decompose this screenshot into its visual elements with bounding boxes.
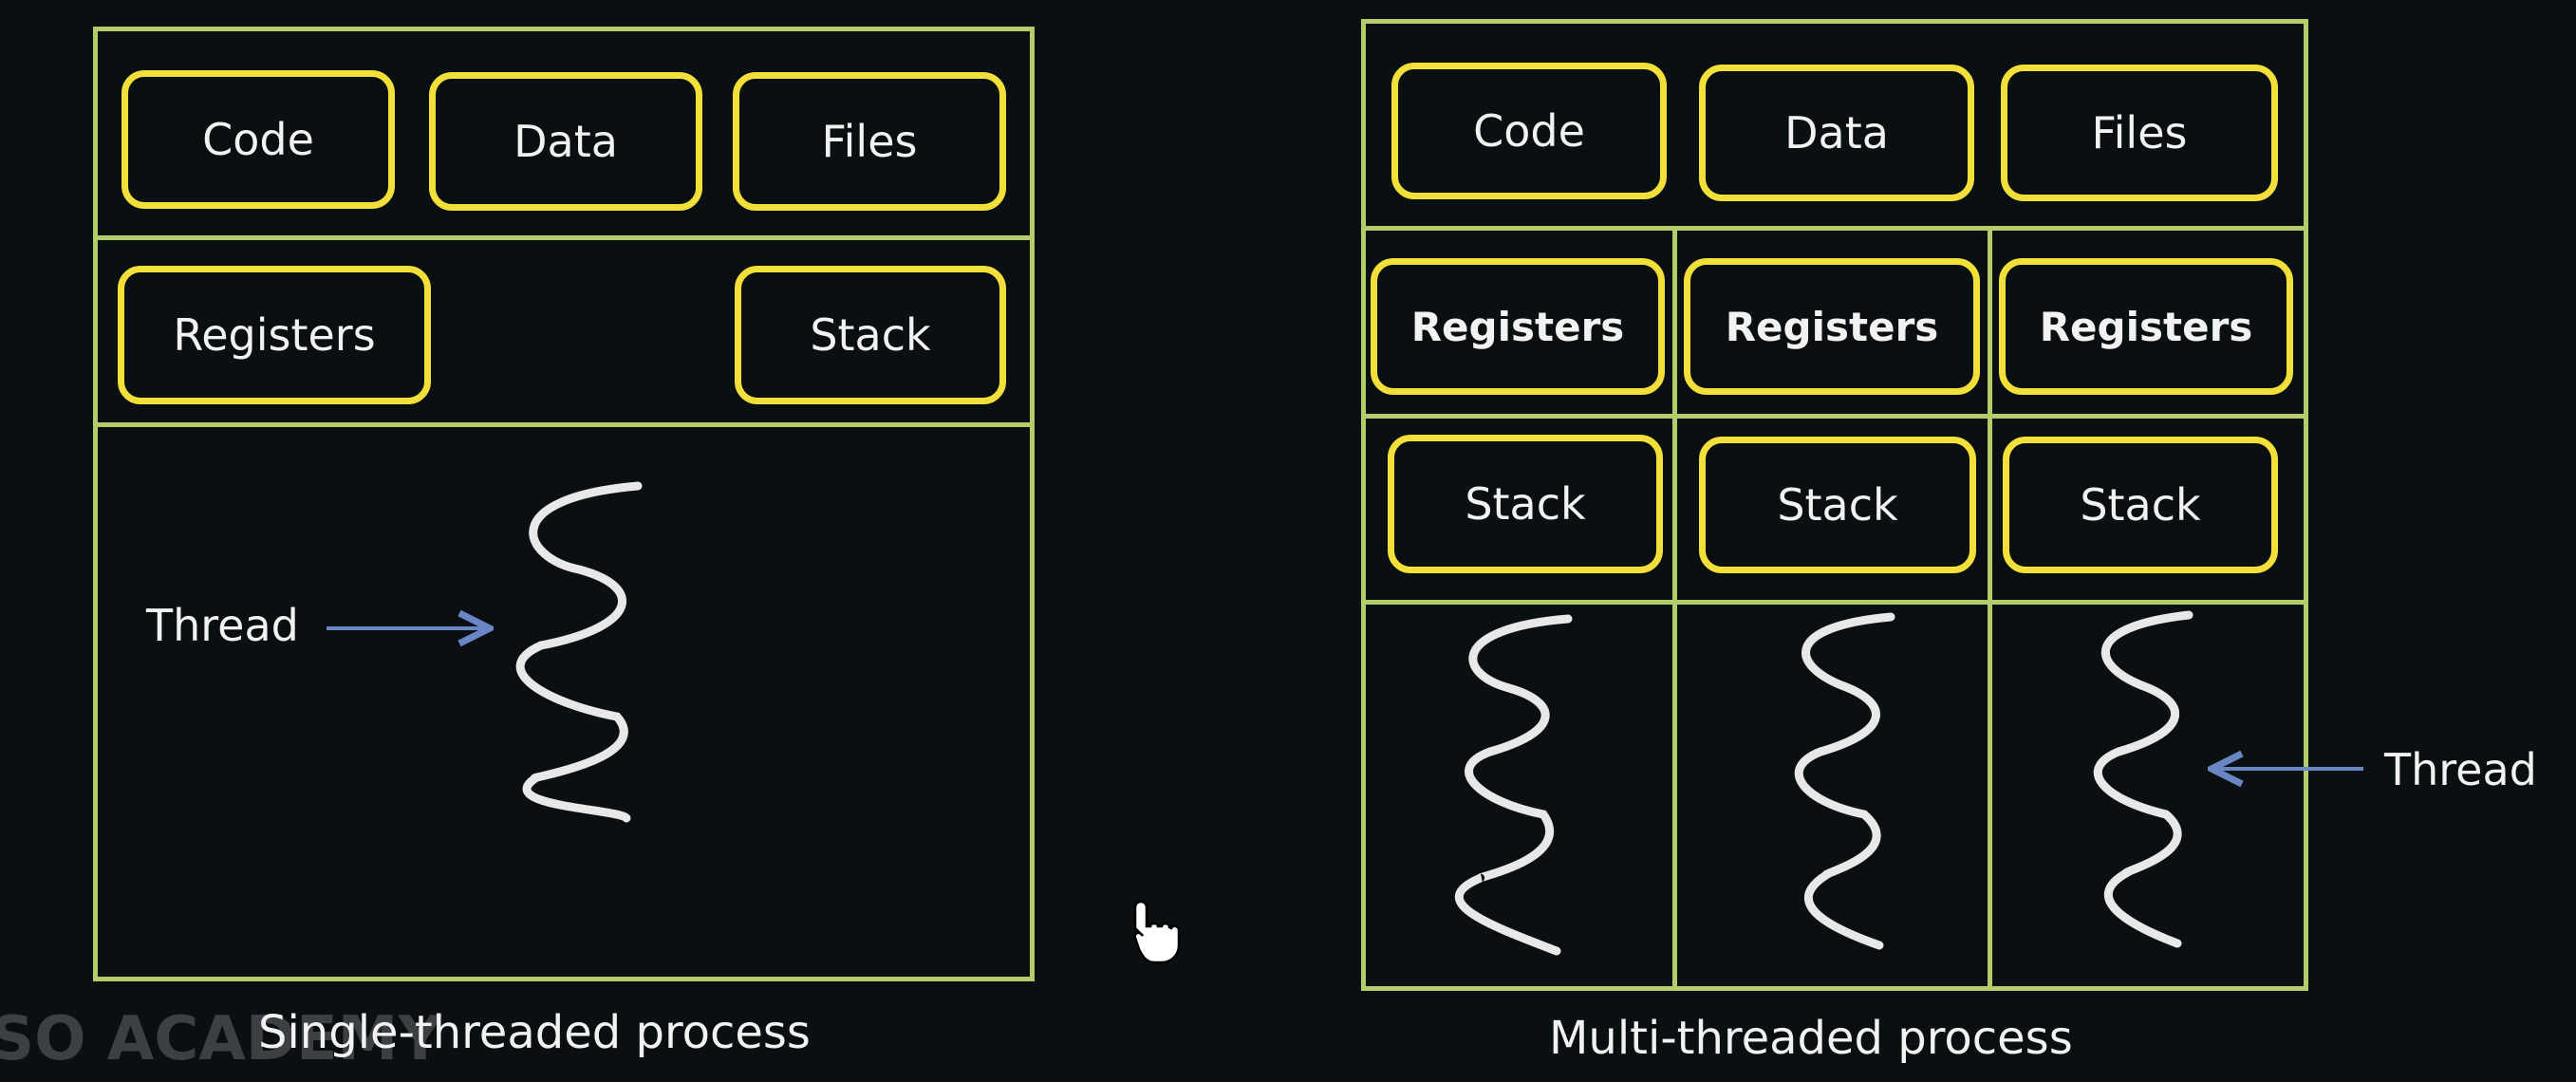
single-thread-label: Thread: [146, 600, 299, 651]
single-registers-box: Registers: [118, 266, 431, 404]
multi-registers-section: [1366, 231, 2304, 419]
multi-shared-section: [1366, 24, 2304, 231]
multi-stack-section: [1366, 419, 2304, 605]
wavy-thread-icon-multi-2: [1794, 612, 1895, 950]
single-thread-state-section: [98, 240, 1030, 427]
single-shared-section: [98, 31, 1030, 240]
single-threaded-process: [93, 27, 1035, 981]
multi-divider-1: [1672, 226, 1677, 986]
multi-stack-box-1: Stack: [1388, 435, 1663, 573]
single-code-box: Code: [121, 70, 395, 209]
multi-stack-box-3: Stack: [2003, 437, 2278, 573]
multi-code-box: Code: [1391, 63, 1667, 199]
wavy-thread-icon-multi-1: [1454, 614, 1573, 956]
single-caption: Single-threaded process: [258, 1006, 811, 1059]
multi-thread-label: Thread: [2384, 744, 2537, 795]
multi-caption: Multi-threaded process: [1549, 1012, 2073, 1065]
multi-threaded-process: [1361, 19, 2308, 991]
multi-stack-box-2: Stack: [1699, 437, 1976, 573]
wavy-thread-icon-single: [515, 481, 643, 823]
multi-registers-box-2: Registers: [1684, 258, 1980, 395]
multi-registers-box-1: Registers: [1371, 258, 1665, 395]
multi-registers-box-3: Registers: [1999, 258, 2293, 395]
multi-data-box: Data: [1699, 65, 1974, 201]
single-data-box: Data: [429, 72, 702, 211]
multi-divider-2: [1988, 226, 1992, 986]
single-files-box: Files: [733, 72, 1006, 211]
watermark: SO ACADEMY: [0, 1004, 442, 1074]
hand-pointer-icon: [1133, 900, 1181, 964]
single-stack-box: Stack: [735, 266, 1006, 404]
multi-files-box: Files: [2001, 65, 2278, 201]
wavy-thread-icon-multi-3: [2093, 610, 2193, 948]
